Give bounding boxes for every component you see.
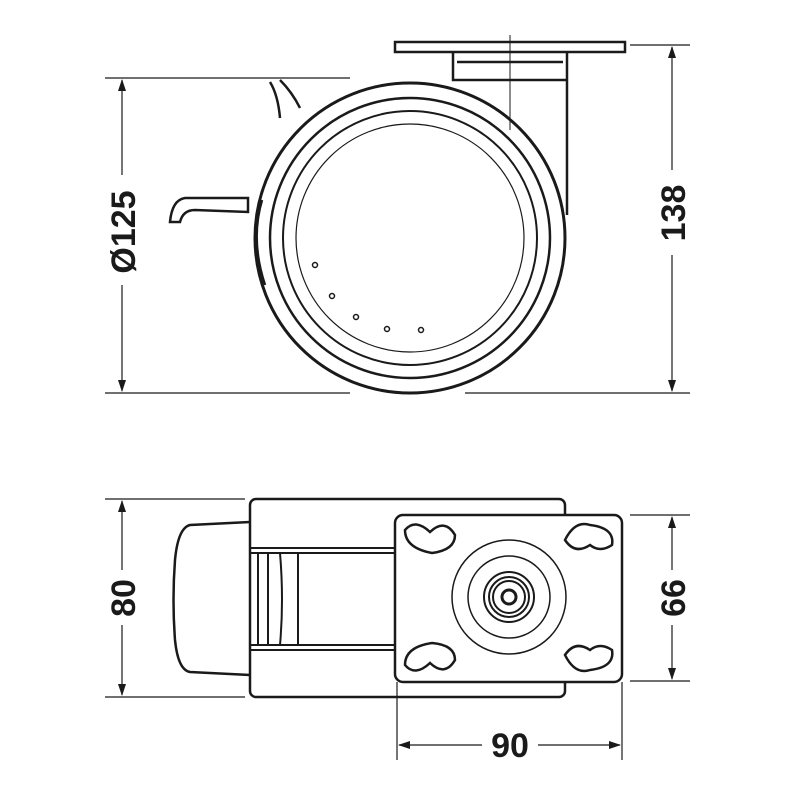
diameter-label: Ø125 <box>105 190 143 273</box>
top-view: 80 66 90 <box>105 497 693 765</box>
height-label: 138 <box>655 185 693 242</box>
plate-width-label: 66 <box>655 579 693 617</box>
wheel-hub <box>295 123 525 353</box>
mounting-slots <box>403 522 614 673</box>
wheel-outer <box>253 81 567 395</box>
top-plate <box>393 513 624 684</box>
tread-dots <box>311 261 425 334</box>
plate-length-label: 90 <box>491 727 529 765</box>
bumper <box>172 520 251 677</box>
side-view: Ø125 138 <box>105 35 693 395</box>
wheel-rim <box>282 110 538 366</box>
wheel-housing-edge <box>255 199 267 286</box>
roller <box>257 552 299 646</box>
width-label: 80 <box>105 579 143 617</box>
brake-lever <box>168 196 250 224</box>
wheel-tread <box>268 96 552 380</box>
brake-tab <box>268 79 302 119</box>
swivel-bearing <box>451 539 567 655</box>
